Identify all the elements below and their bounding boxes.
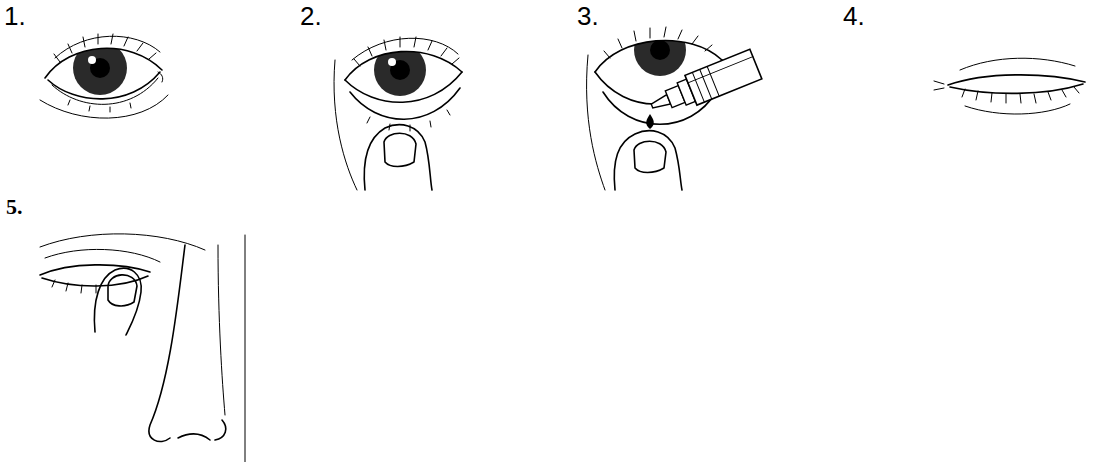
upper-lid [45, 48, 162, 78]
eyelashes [354, 37, 459, 66]
lid-crease [960, 58, 1075, 70]
nostril [215, 420, 226, 440]
upper-lid [595, 40, 722, 72]
highlight [388, 58, 396, 66]
lower-lashes [367, 110, 450, 131]
tear-duct [158, 72, 163, 82]
dropper-bottle [646, 49, 762, 121]
conjunctiva-line [345, 72, 462, 102]
iris [634, 24, 686, 76]
drop-applied-eye [587, 24, 762, 190]
eyelashes [54, 34, 156, 62]
nostril [178, 434, 210, 440]
nose-bridge [149, 245, 185, 442]
lid-crease [55, 36, 160, 58]
press-inner-corner [40, 234, 245, 462]
step-number: 4. [843, 3, 865, 29]
lid-crease [45, 249, 160, 262]
brow-line [40, 234, 205, 250]
fingernail [108, 275, 137, 306]
step-number: 3. [577, 3, 599, 29]
bottle-ridges [685, 49, 762, 105]
nose-side [218, 245, 225, 415]
cheek-line [587, 55, 605, 190]
pupil [650, 40, 670, 60]
fingernail [634, 141, 666, 172]
finger [364, 125, 432, 190]
open-eye [40, 34, 168, 118]
fingernail [384, 133, 416, 166]
highlight [88, 56, 96, 64]
upper-lid [948, 75, 1085, 85]
face-midline [245, 235, 246, 462]
finger [614, 131, 682, 190]
cheek-line [334, 60, 357, 190]
step-number: 1. [4, 3, 26, 29]
lower-lashes [68, 100, 131, 112]
pulled-lower-lid [350, 88, 460, 119]
closed-eye [934, 58, 1085, 114]
eyelashes [962, 87, 1079, 103]
corner-lines [934, 81, 944, 90]
eye-drop [646, 114, 654, 129]
lid-crease [352, 38, 458, 60]
lower-lid-rim [52, 78, 158, 104]
finger [94, 268, 141, 335]
upper-lid [40, 265, 150, 275]
step-number: 2. [300, 3, 322, 29]
lower-crease [965, 104, 1070, 114]
bottle-body [685, 49, 762, 105]
lid-pulled-eye [334, 37, 462, 190]
under-eye-line [40, 95, 168, 118]
eyelashes [52, 280, 96, 293]
upper-lid [345, 51, 462, 80]
step-number: 5. [6, 196, 23, 218]
eyelashes [604, 27, 712, 58]
